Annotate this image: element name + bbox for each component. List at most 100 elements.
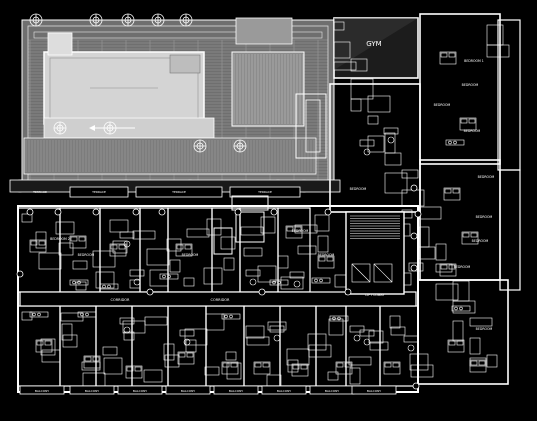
kitchen-counter-icon xyxy=(29,311,49,318)
grid-marker-icon xyxy=(54,208,62,216)
grid-marker-icon xyxy=(270,208,278,216)
bed-icon xyxy=(447,339,465,353)
room-labels: BEDROOM BEDROOM 1 BEDROOM BEDROOM BEDROOM BED… xyxy=(50,59,494,331)
deck-steps xyxy=(23,137,317,175)
bed-icon xyxy=(83,355,101,369)
bed-icon xyxy=(221,361,239,375)
sofa-icon xyxy=(179,329,195,346)
bed-icon xyxy=(291,363,309,377)
balcony xyxy=(351,385,397,395)
bed-icon xyxy=(335,361,353,375)
room-label: BEDROOM 2 xyxy=(50,237,70,241)
bed-icon xyxy=(125,365,143,379)
bed-icon xyxy=(175,243,193,257)
balcony-label: BALCONY xyxy=(367,389,381,393)
balcony xyxy=(117,385,163,395)
sofa-icon xyxy=(359,329,375,346)
grid-marker-icon xyxy=(410,184,418,192)
bed-icon xyxy=(383,361,401,375)
terrace-label: TERRACE xyxy=(171,190,186,194)
bed-icon xyxy=(317,255,335,269)
kitchen-counter-icon xyxy=(311,277,331,284)
terrace-planter xyxy=(229,186,301,198)
corridor-label: CORRIDOR xyxy=(211,298,231,302)
room-label: BEDROOM xyxy=(472,239,489,243)
tree-icon xyxy=(29,13,43,27)
balcony xyxy=(165,385,211,395)
room-label: BEDROOM xyxy=(478,175,495,179)
room-label: BEDROOM xyxy=(462,83,479,87)
balcony xyxy=(19,385,65,395)
tree-icon xyxy=(103,121,117,135)
grid-markers xyxy=(16,184,422,390)
grid-marker-icon xyxy=(258,288,266,296)
balcony xyxy=(69,385,115,395)
jacuzzi-deck xyxy=(231,17,305,127)
gym-label: GYM xyxy=(366,40,381,48)
balcony xyxy=(261,385,307,395)
bed-icon xyxy=(109,243,127,257)
room-label: BEDROOM xyxy=(464,129,481,133)
bed-icon xyxy=(439,51,457,65)
tree-icon xyxy=(193,139,207,153)
room-label: BEDROOM xyxy=(476,327,493,331)
bed-icon xyxy=(35,339,53,353)
room-label: BEDROOM xyxy=(78,253,95,257)
room-label: BEDROOM xyxy=(454,265,471,269)
bed-icon xyxy=(469,359,487,373)
bed-icon xyxy=(459,117,477,131)
room-label: BEDROOM xyxy=(434,103,451,107)
kitchen-counter-icon xyxy=(445,139,465,146)
tree-icon xyxy=(233,139,247,153)
bed-icon xyxy=(443,187,461,201)
balcony-strip: BALCONY BALCONY BALCONY BALCONY BALCONY BALCO… xyxy=(19,190,397,395)
bed-icon xyxy=(29,239,47,253)
sofa-icon xyxy=(119,231,135,248)
grid-marker-icon xyxy=(410,232,418,240)
grid-marker-icon xyxy=(16,270,24,278)
sofa-icon xyxy=(359,139,375,156)
sofa-icon xyxy=(129,269,145,286)
sofa-icon xyxy=(289,271,305,288)
room-label: BEDROOM xyxy=(476,215,493,219)
lift-lobby-label: LIFT LOBBY xyxy=(365,293,385,297)
swimming-pool xyxy=(43,32,215,139)
kitchen-counter-icon xyxy=(99,283,119,290)
room-label: BEDROOM xyxy=(182,253,199,257)
kitchen-counter-icon xyxy=(69,279,89,286)
terrace-label: TERRACE xyxy=(32,190,47,194)
tree-icon xyxy=(89,13,103,27)
sofa-icon xyxy=(119,317,135,334)
balcony-label: BALCONY xyxy=(35,389,49,393)
tree-icon xyxy=(121,13,135,27)
kitchen-counter-icon xyxy=(329,315,349,322)
terrace-planter xyxy=(135,186,223,198)
tree-icon xyxy=(53,121,67,135)
kitchen-counter-icon xyxy=(159,273,179,280)
balcony-label: BALCONY xyxy=(325,389,339,393)
balcony-label: BALCONY xyxy=(85,389,99,393)
balcony-label: BALCONY xyxy=(133,389,147,393)
balcony-label: BALCONY xyxy=(229,389,243,393)
bed-icon xyxy=(253,361,271,375)
sofa-icon xyxy=(383,127,399,144)
room-label: BEDROOM 1 xyxy=(464,59,484,63)
sofa-icon xyxy=(245,269,261,286)
kitchen-counter-icon xyxy=(451,305,471,312)
corridor-label: CORRIDOR xyxy=(111,298,131,302)
kitchen-counter-icon xyxy=(269,279,289,286)
balcony-label: BALCONY xyxy=(277,389,291,393)
bed-icon xyxy=(439,263,457,277)
grid-marker-icon xyxy=(324,208,332,216)
grid-marker-icon xyxy=(412,382,420,390)
grid-marker-icon xyxy=(234,208,242,216)
kitchen-counter-icon xyxy=(77,311,97,318)
lift-core: LIFT LOBBY xyxy=(345,211,405,297)
grid-marker-icon xyxy=(146,288,154,296)
sofa-icon xyxy=(349,325,365,342)
grid-marker-icon xyxy=(158,208,166,216)
sofa-icon xyxy=(403,335,419,352)
bed-icon xyxy=(177,351,195,365)
grid-marker-icon xyxy=(410,264,418,272)
